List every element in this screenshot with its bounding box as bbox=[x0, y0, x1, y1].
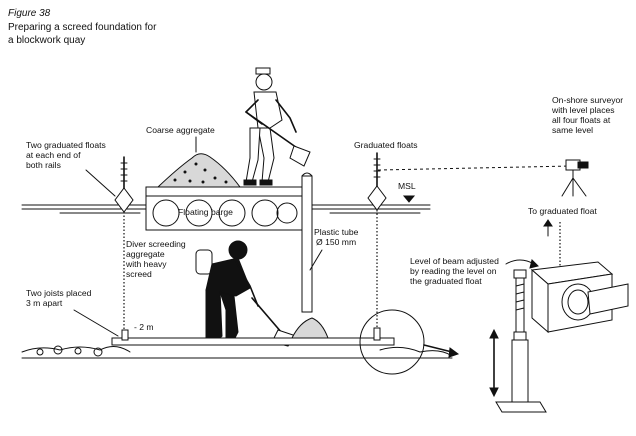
svg-text:the graduated float: the graduated float bbox=[410, 276, 482, 286]
floating-barge-label: Floating barge bbox=[178, 207, 233, 217]
svg-text:3 m apart: 3 m apart bbox=[26, 298, 63, 308]
svg-text:with level places: with level places bbox=[551, 105, 615, 115]
detail-circle bbox=[359, 309, 425, 375]
to-graduated-float-label: To graduated float bbox=[528, 206, 597, 216]
barge-worker-figure bbox=[243, 67, 311, 186]
svg-text:same level: same level bbox=[552, 125, 593, 135]
right-graduated-float bbox=[367, 152, 387, 335]
figure-caption-line2: a blockwork quay bbox=[8, 35, 85, 46]
msl-marker-icon bbox=[402, 195, 416, 203]
svg-text:aggregate: aggregate bbox=[126, 249, 165, 259]
screeded-aggregate bbox=[291, 317, 329, 339]
plastic-tube-label: Plastic tube Ø 150 mm bbox=[314, 227, 359, 247]
svg-text:On-shore surveyor: On-shore surveyor bbox=[552, 95, 623, 105]
svg-text:both rails: both rails bbox=[26, 160, 61, 170]
figure-number: Figure 38 bbox=[8, 8, 51, 19]
svg-text:Plastic tube: Plastic tube bbox=[314, 227, 359, 237]
svg-text:screed: screed bbox=[126, 269, 152, 279]
screed-rail bbox=[111, 327, 395, 346]
svg-text:Diver screeding: Diver screeding bbox=[126, 239, 186, 249]
figure-caption-line1: Preparing a screed foundation for bbox=[8, 22, 157, 33]
surveyor-level-instrument bbox=[561, 159, 589, 197]
svg-text:Two joists placed: Two joists placed bbox=[26, 288, 92, 298]
svg-text:Ø 150 mm: Ø 150 mm bbox=[316, 237, 356, 247]
svg-text:with heavy: with heavy bbox=[125, 259, 167, 269]
aggregate-heap bbox=[156, 153, 241, 188]
coarse-aggregate-label: Coarse aggregate bbox=[146, 125, 215, 135]
svg-text:by reading the level on: by reading the level on bbox=[410, 266, 497, 276]
level-adjust-label: Level of beam adjusted by reading the le… bbox=[410, 256, 499, 286]
detail-pointer-arrow-icon bbox=[448, 347, 460, 358]
jack-detail bbox=[489, 219, 629, 413]
seabed bbox=[21, 345, 453, 359]
survey-sight-line bbox=[377, 165, 573, 171]
graduated-floats-label: Graduated floats bbox=[354, 140, 418, 150]
svg-text:all four floats at: all four floats at bbox=[552, 115, 611, 125]
spacing-label: - 2 m bbox=[134, 322, 154, 332]
msl-label: MSL bbox=[398, 181, 416, 191]
left-graduated-float bbox=[114, 156, 134, 338]
diver-label: Diver screeding aggregate with heavy scr… bbox=[125, 239, 186, 279]
svg-text:Two graduated floats: Two graduated floats bbox=[26, 140, 106, 150]
detail-pointer-line bbox=[423, 344, 453, 353]
diver-figure bbox=[195, 240, 297, 347]
plastic-tube bbox=[301, 172, 313, 313]
svg-text:Level of beam adjusted: Level of beam adjusted bbox=[410, 256, 499, 266]
surveyor-label: On-shore surveyor with level places all … bbox=[551, 95, 623, 135]
two-floats-label: Two graduated floats at each end of both… bbox=[26, 140, 106, 170]
svg-text:at each end of: at each end of bbox=[26, 150, 81, 160]
joists-label: Two joists placed 3 m apart bbox=[26, 288, 92, 308]
